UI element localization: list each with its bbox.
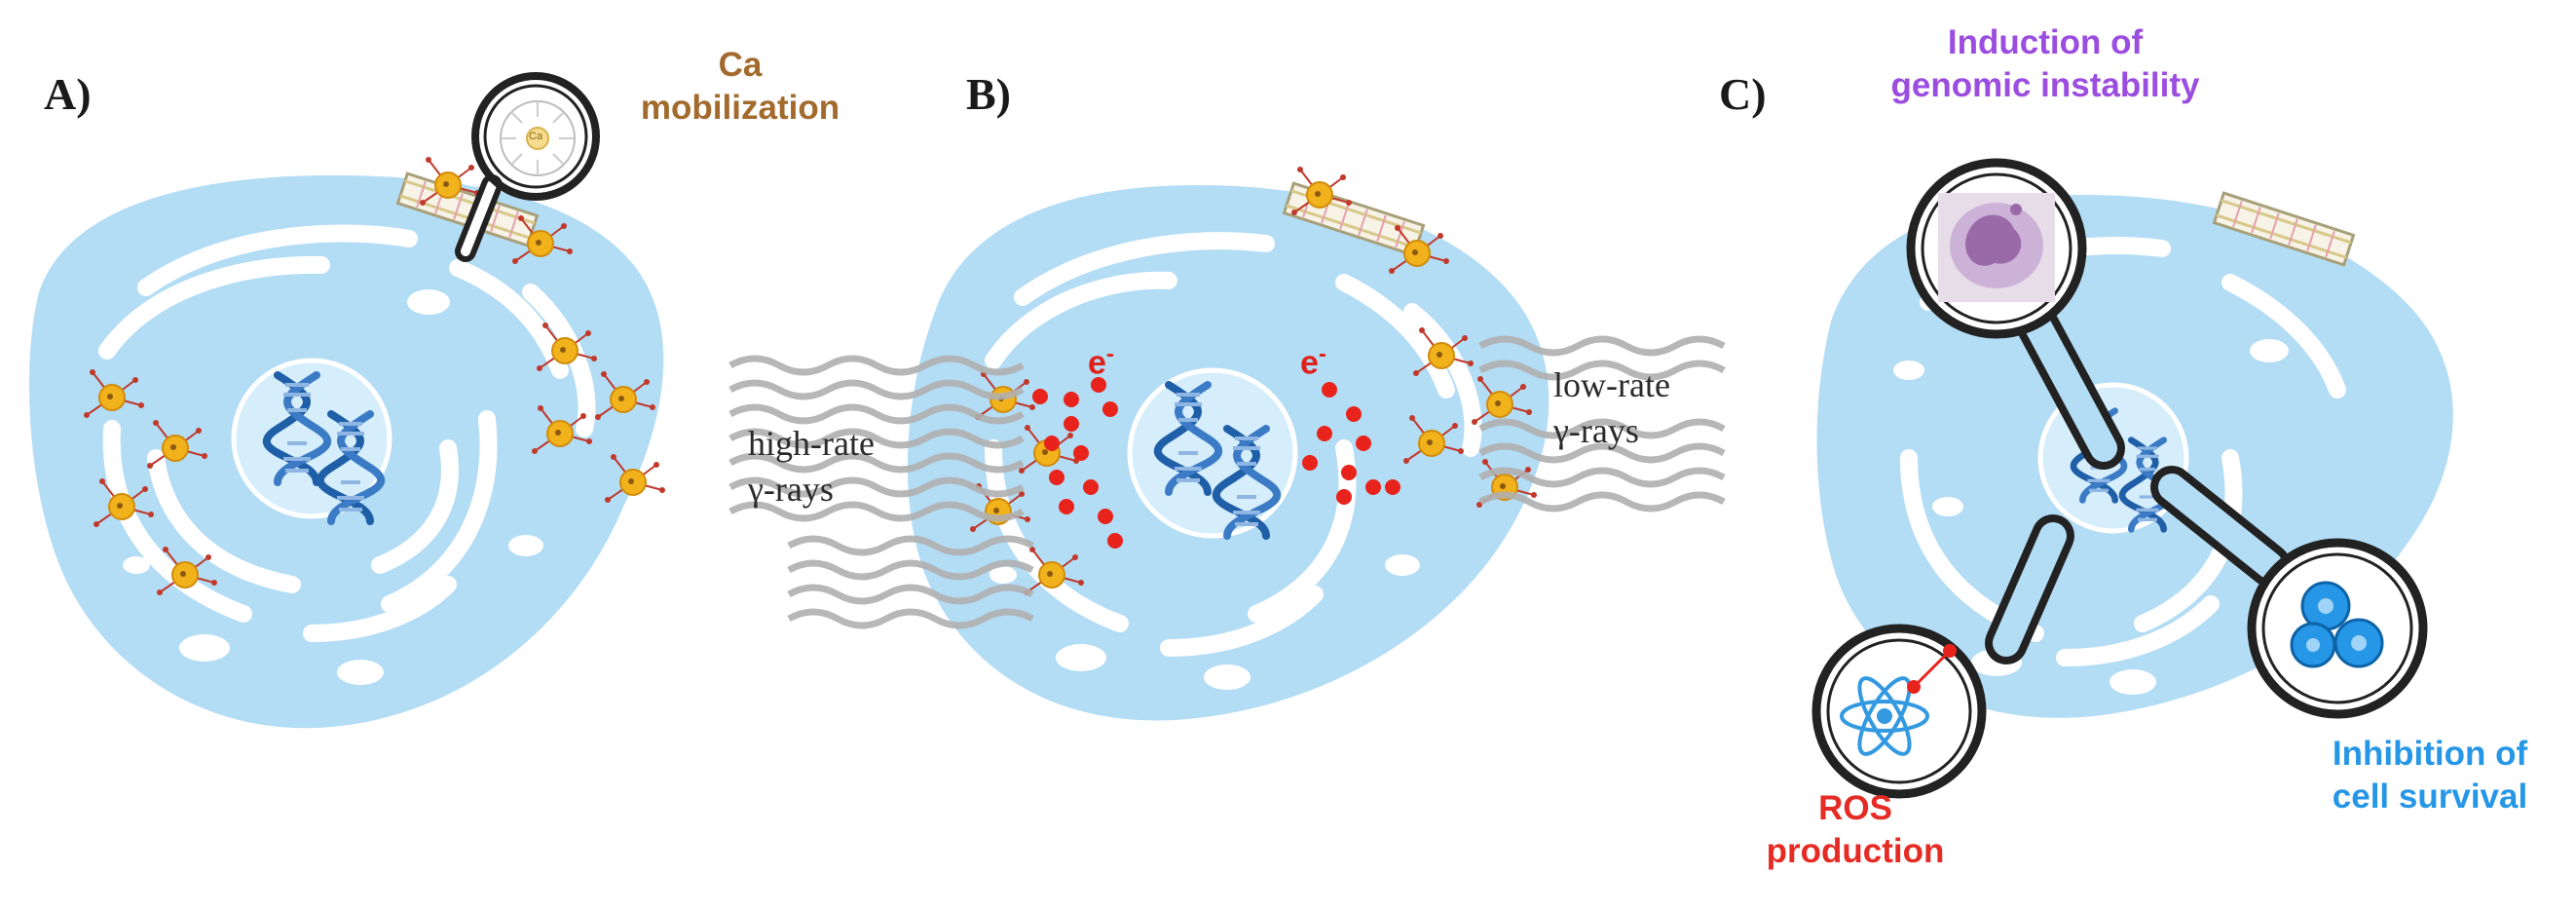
electrons xyxy=(1032,377,1400,549)
electron-label-left: e- xyxy=(1088,341,1114,382)
dividing-cells-icon xyxy=(2290,581,2384,668)
ros-production-annotation: ROS production xyxy=(1738,787,1972,873)
panel-c-label: C) xyxy=(1719,69,1767,119)
panel-c xyxy=(1811,158,2453,799)
gamma-rays xyxy=(728,335,1726,629)
electron-symbol: e xyxy=(1088,344,1106,382)
ros-line1: ROS xyxy=(1818,789,1892,827)
panel-a-label: A) xyxy=(44,69,92,119)
genomic-magnifier xyxy=(1906,158,2125,470)
abnormal-cell-icon xyxy=(1950,203,2043,288)
high-rate-line2: γ-rays xyxy=(748,469,834,509)
cell-survival-annotation: Inhibition of cell survival xyxy=(2298,733,2561,818)
cell-a-vesicles xyxy=(123,289,543,685)
panel-a xyxy=(29,72,666,729)
high-rate-label: high-rate γ-rays xyxy=(748,421,923,512)
low-rate-label: low-rate γ-rays xyxy=(1553,362,1719,454)
electron-symbol: e xyxy=(1300,344,1319,382)
calcium-symbol: Ca xyxy=(529,131,543,142)
genomic-line2: genomic instability xyxy=(1890,65,2200,104)
ros-magnifier xyxy=(1811,514,2074,799)
low-rate-line2: γ-rays xyxy=(1553,410,1639,450)
cell-b-vesicles xyxy=(989,554,1420,690)
ca-channel-icon xyxy=(500,100,576,176)
genomic-instability-annotation: Induction of genomic instability xyxy=(1831,21,2259,107)
survival-line2: cell survival xyxy=(2332,777,2528,816)
panel-b-label: B) xyxy=(966,69,1011,119)
ros-line2: production xyxy=(1766,831,1945,870)
ca-annotation-line1: Ca xyxy=(718,46,763,84)
ca-mobilization-annotation: Ca mobilization xyxy=(609,44,872,130)
electron-label-right: e- xyxy=(1300,341,1326,382)
low-rate-line1: low-rate xyxy=(1553,365,1670,404)
genomic-line1: Induction of xyxy=(1947,23,2144,61)
electron-charge: - xyxy=(1318,341,1326,367)
survival-magnifier xyxy=(2150,466,2428,719)
ca-magnifier xyxy=(455,72,600,262)
atom-icon xyxy=(1840,676,1929,756)
cell-a-nucleus xyxy=(231,358,392,519)
panel-b xyxy=(907,166,1549,721)
electron-charge: - xyxy=(1105,341,1114,367)
survival-line1: Inhibition of xyxy=(2332,735,2528,773)
high-rate-line1: high-rate xyxy=(748,424,875,463)
ca-annotation-line2: mobilization xyxy=(640,88,840,127)
